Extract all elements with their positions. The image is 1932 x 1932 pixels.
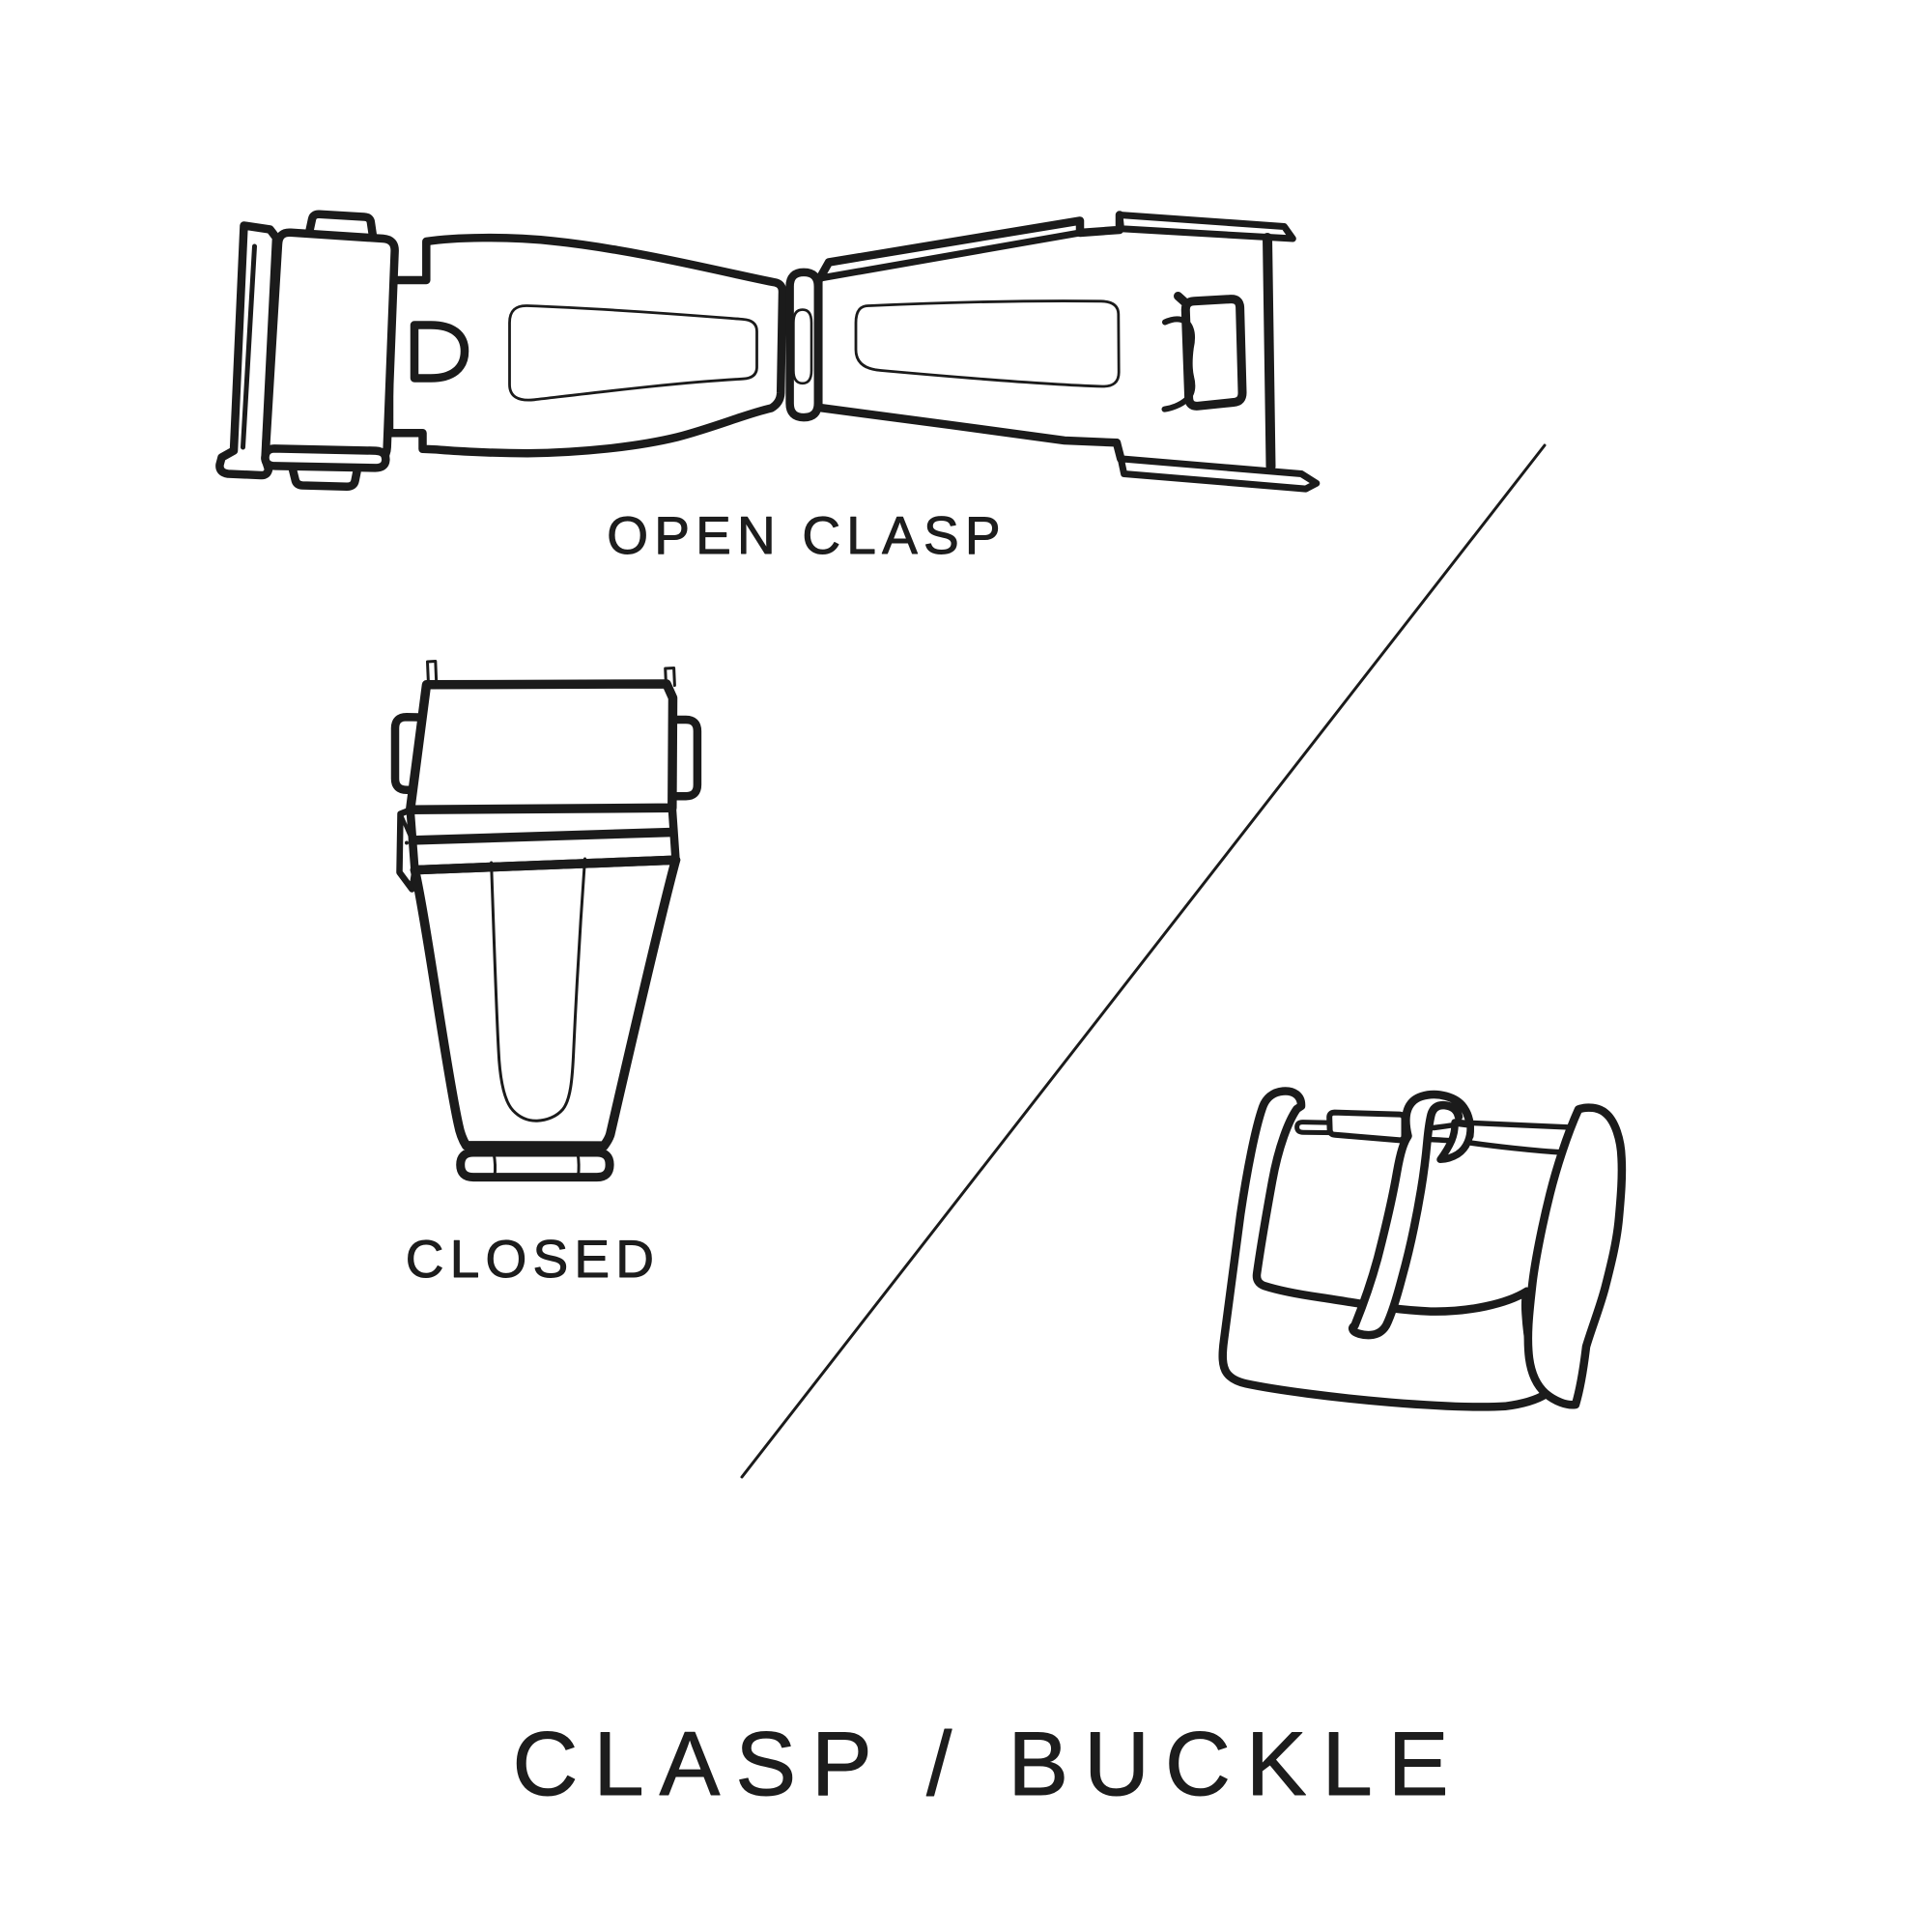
closed-body <box>410 855 681 1151</box>
clasp-right-arm-bottom-flange <box>1117 455 1321 493</box>
clasp-end-bar-inner-line <box>241 243 257 450</box>
buckle-tang-loop-underside <box>1436 1119 1474 1164</box>
clasp-left-arm <box>384 233 787 458</box>
clasp-cover-bottom-capsule <box>261 444 390 472</box>
buckle-pin-sleeve <box>1326 1109 1407 1144</box>
clasp-hook-spring-curve <box>1161 316 1196 412</box>
clasp-d-cutout <box>410 321 469 383</box>
closed-band-line-2 <box>410 855 681 875</box>
closed-band-line-1 <box>408 827 678 845</box>
clasp-left-arm-window <box>508 304 758 402</box>
closed-left-prong <box>426 660 439 686</box>
open-clasp-label: OPEN CLASP <box>607 505 1007 565</box>
closed-top-box <box>405 679 678 814</box>
closed-body-window <box>490 857 586 1122</box>
buckle-drawing <box>1218 1087 1627 1411</box>
clasp-right-arm-outline <box>814 276 1122 447</box>
closed-left-flap-dot <box>405 840 409 845</box>
buckle-pin-left-tip <box>1294 1120 1337 1136</box>
closed-bottom-capsule <box>456 1148 614 1182</box>
page-title: CLASP / BUCKLE <box>512 1713 1463 1814</box>
closed-label: CLOSED <box>406 1229 660 1289</box>
buckle-frame <box>1218 1087 1550 1411</box>
clasp-cover <box>262 228 399 467</box>
closed-clasp-drawing <box>390 660 702 1182</box>
closed-right-prong <box>664 667 676 687</box>
clasp-bottom-tab <box>288 465 361 492</box>
buckle-tang-fill <box>1352 1094 1470 1336</box>
closed-bottom-capsule-line-right <box>576 1151 581 1179</box>
clasp-hinge-oval <box>792 308 813 385</box>
clasp-top-tab <box>304 210 378 241</box>
closed-bottom-capsule-line-left <box>492 1151 497 1179</box>
clasp-right-arm-top-flange <box>1116 212 1296 242</box>
clasp-hook-tick <box>1174 292 1190 307</box>
divider-line <box>740 443 1547 1479</box>
clasp-right-arm-window <box>854 299 1121 388</box>
buckle-tang-outline <box>1348 1090 1474 1340</box>
open-clasp-drawing <box>215 210 1321 493</box>
clasp-right-arm-end-bar <box>1263 233 1276 471</box>
buckle-right-band <box>1523 1103 1627 1409</box>
clasp-right-arm-top-inner-line <box>816 229 1084 282</box>
